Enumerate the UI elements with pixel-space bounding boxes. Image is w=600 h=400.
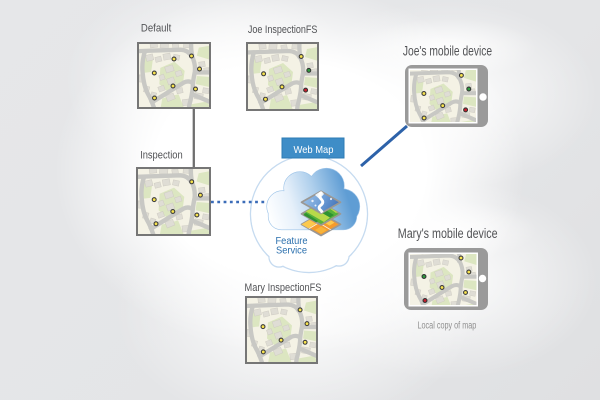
svg-text:Feature: Feature bbox=[276, 236, 308, 247]
svg-text:Local copy of map: Local copy of map bbox=[418, 321, 477, 332]
svg-text:Mary InspectionFS: Mary InspectionFS bbox=[245, 282, 322, 294]
svg-text:Joe's mobile device: Joe's mobile device bbox=[403, 43, 492, 58]
svg-text:Joe InspectionFS: Joe InspectionFS bbox=[248, 24, 318, 36]
svg-text:Web Map: Web Map bbox=[294, 144, 334, 156]
svg-text:Mary's mobile device: Mary's mobile device bbox=[398, 226, 498, 241]
svg-text:Default: Default bbox=[141, 23, 171, 35]
svg-text:Inspection: Inspection bbox=[140, 149, 183, 161]
svg-text:Service: Service bbox=[276, 246, 307, 257]
